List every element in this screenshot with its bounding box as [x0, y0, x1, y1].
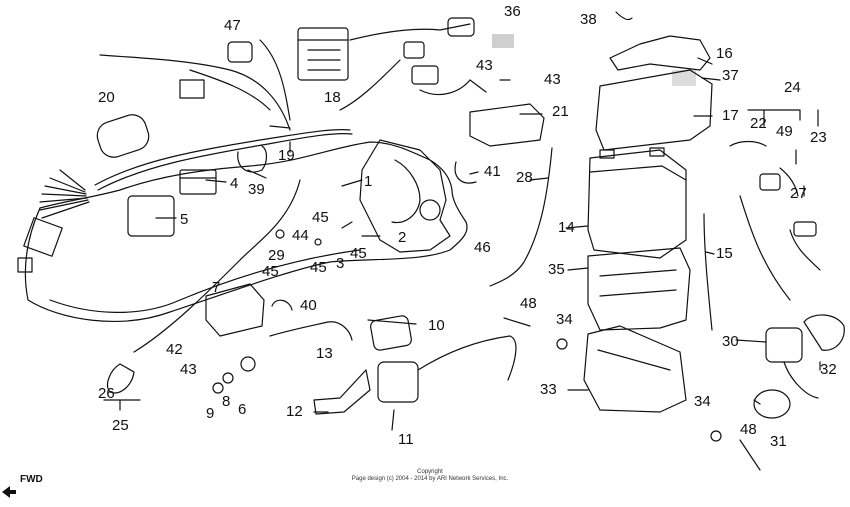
- callout-45d: 45: [262, 263, 279, 280]
- callout-16: 16: [716, 45, 733, 62]
- main-harness: [94, 129, 351, 186]
- callout-32: 32: [820, 361, 837, 378]
- callout-23: 23: [810, 129, 827, 146]
- cylinder-part: [96, 114, 150, 158]
- callout-45c: 45: [350, 245, 367, 262]
- callout-20: 20: [98, 89, 115, 106]
- callout-21: 21: [552, 103, 569, 120]
- callout-45b: 45: [310, 259, 327, 276]
- callout-43a: 43: [476, 57, 493, 74]
- callout-9: 9: [206, 405, 215, 422]
- callout-5: 5: [180, 211, 189, 228]
- callout-45a: 45: [312, 209, 329, 226]
- relay-box: [179, 169, 217, 195]
- battery-tray-top: [595, 69, 713, 151]
- callout-36: 36: [504, 3, 521, 20]
- callout-1: 1: [364, 173, 373, 190]
- callout-43c: 43: [180, 361, 197, 378]
- regulator: [297, 27, 349, 81]
- battery-bracket: [583, 325, 687, 413]
- callout-30: 30: [722, 333, 739, 350]
- starter-cover: [469, 103, 545, 147]
- callout-29: 29: [268, 247, 285, 264]
- engine-block: [359, 139, 451, 253]
- callout-17: 17: [722, 107, 739, 124]
- callout-35: 35: [548, 261, 565, 278]
- callout-8: 8: [222, 393, 231, 410]
- callout-33: 33: [540, 381, 557, 398]
- callout-14: 14: [558, 219, 575, 236]
- callout-18: 18: [324, 89, 341, 106]
- callout-37: 37: [722, 67, 739, 84]
- callout-44: 44: [292, 227, 309, 244]
- callout-48b: 48: [740, 421, 757, 438]
- callout-34a: 34: [556, 311, 573, 328]
- callout-27: 27: [790, 185, 807, 202]
- battery: [587, 149, 687, 259]
- ignition-coil: [377, 361, 419, 403]
- fwd-label: FWD: [20, 474, 43, 485]
- callout-24: 24: [784, 79, 801, 96]
- callout-34b: 34: [694, 393, 711, 410]
- callout-31: 31: [770, 433, 787, 450]
- callout-10: 10: [428, 317, 445, 334]
- copyright-footer: Copyright Page design (c) 2004 - 2014 by…: [330, 469, 530, 483]
- callout-48a: 48: [520, 295, 537, 312]
- callout-40: 40: [300, 297, 317, 314]
- frame-outline: [24, 141, 468, 322]
- callout-41: 41: [484, 163, 501, 180]
- callout-26: 26: [98, 385, 115, 402]
- callout-39: 39: [248, 181, 265, 198]
- copyright-line-2: Page design (c) 2004 - 2014 by ARI Netwo…: [351, 476, 509, 482]
- callout-43b: 43: [544, 71, 561, 88]
- callout-11: 11: [398, 431, 414, 448]
- callout-19: 19: [278, 147, 295, 164]
- horn: [765, 327, 803, 363]
- callout-2: 2: [398, 229, 407, 246]
- callout-25: 25: [112, 417, 129, 434]
- copyright-line-1: Copyright: [417, 469, 443, 475]
- callout-12: 12: [286, 403, 303, 420]
- callout-7: 7: [212, 279, 221, 296]
- callout-28: 28: [516, 169, 533, 186]
- callout-13: 13: [316, 345, 333, 362]
- callout-22: 22: [750, 115, 767, 132]
- callout-49: 49: [776, 123, 793, 140]
- callout-46: 46: [474, 239, 491, 256]
- callout-6: 6: [238, 401, 247, 418]
- callout-38: 38: [580, 11, 597, 28]
- callout-4: 4: [230, 175, 239, 192]
- callout-47: 47: [224, 17, 241, 34]
- callout-3: 3: [336, 255, 345, 272]
- callout-15: 15: [716, 245, 733, 262]
- callout-42: 42: [166, 341, 183, 358]
